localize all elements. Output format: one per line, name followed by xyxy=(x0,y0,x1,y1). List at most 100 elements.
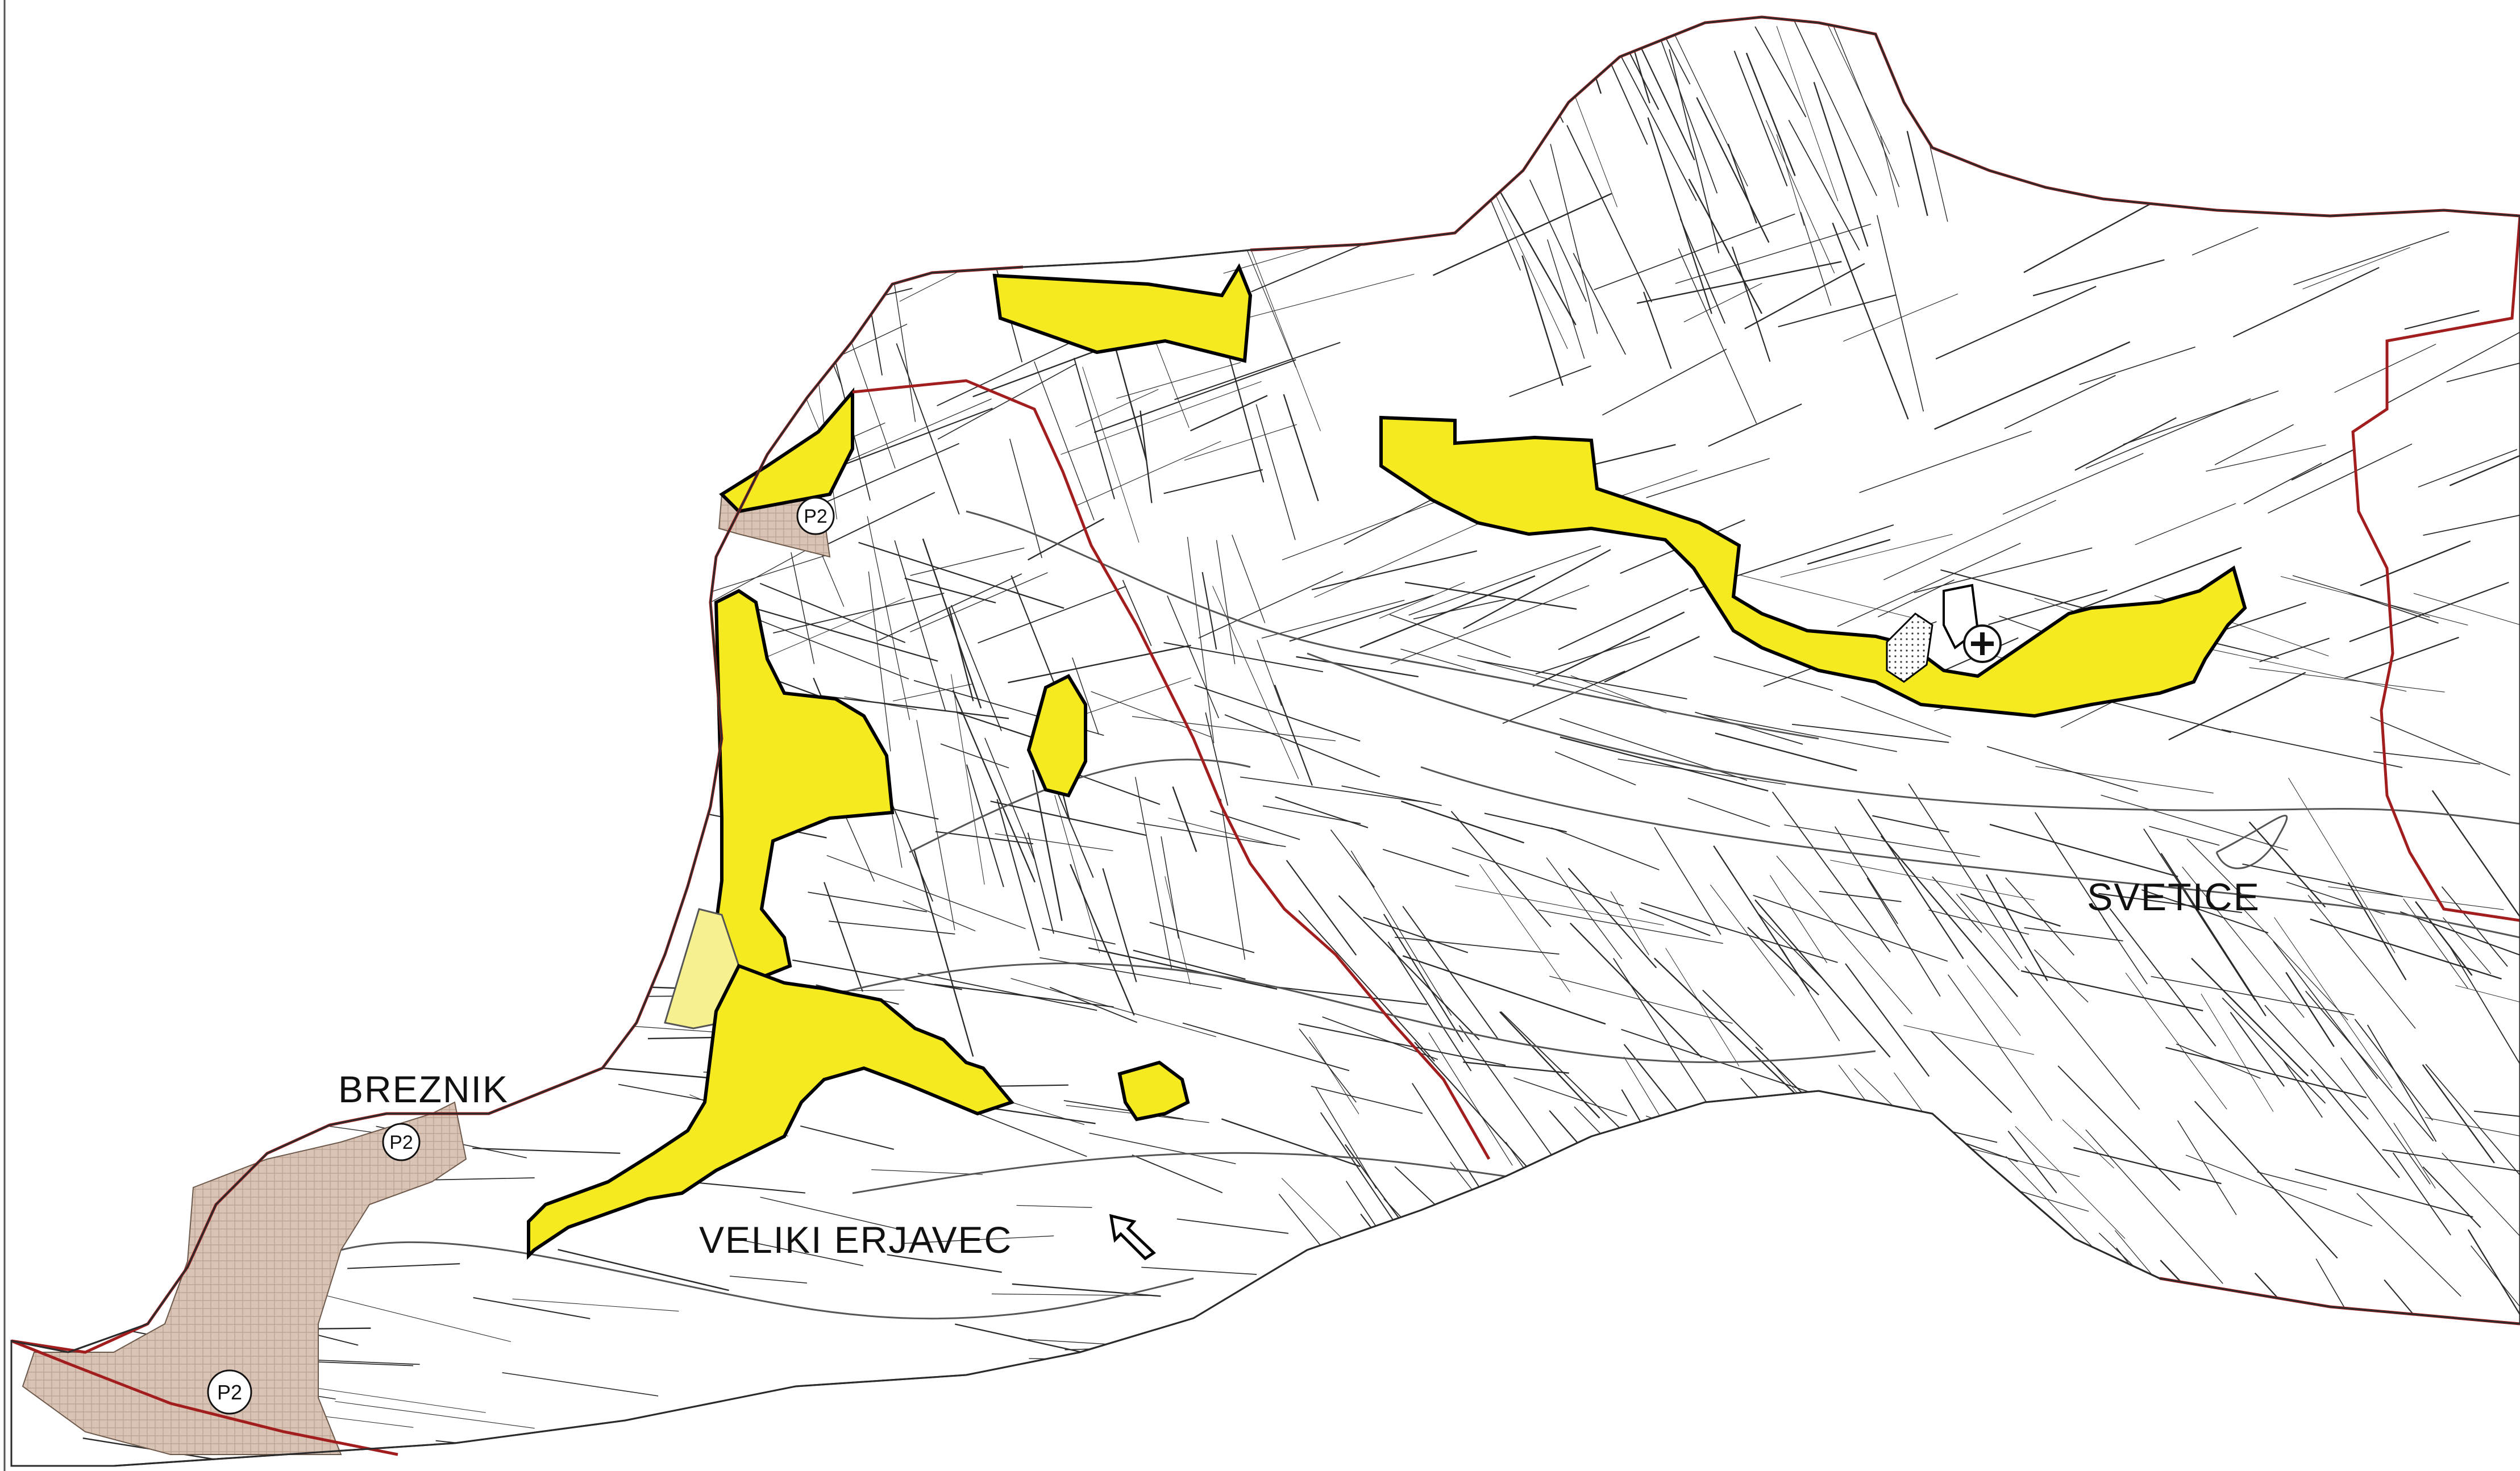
parcel-line xyxy=(2455,985,2520,1003)
parcel-line xyxy=(858,541,1064,609)
parcel-line xyxy=(2293,231,2450,285)
parcel-line xyxy=(2182,866,2305,1018)
road-line xyxy=(1307,652,2520,825)
parcel-line xyxy=(1413,599,1506,620)
parcel-line xyxy=(1527,1287,1629,1430)
parcel-line xyxy=(2020,970,2203,1012)
parcel-line xyxy=(1182,1022,1350,1072)
parcel-line xyxy=(2310,1069,2400,1178)
parcel-line xyxy=(2006,1284,2086,1360)
parcel-line xyxy=(1652,1145,1771,1261)
parcel-line xyxy=(1463,1061,1569,1074)
parcel-line xyxy=(1602,348,1727,416)
parcel-line xyxy=(1265,985,1428,1005)
parcel-line xyxy=(1566,124,1653,303)
parcel-line xyxy=(1298,910,1435,1062)
parcel-line xyxy=(766,255,842,274)
parcel-line xyxy=(1455,885,1664,926)
parcel-line xyxy=(1221,1118,1361,1168)
parcel-line xyxy=(867,516,910,720)
parcel-line xyxy=(1198,571,1344,639)
parcel-line xyxy=(1940,569,2106,615)
parcel-line xyxy=(1174,341,1341,401)
parcel-line xyxy=(2168,672,2306,741)
parcel-line xyxy=(1533,32,1568,95)
parcel-line xyxy=(1781,948,1840,1041)
parcel-line xyxy=(1788,119,1860,251)
parcel-line xyxy=(1432,193,1612,276)
parcel-line xyxy=(1932,876,1982,933)
parcel-line xyxy=(1141,1266,1257,1275)
parcel-line xyxy=(1140,410,1153,503)
parcel-line xyxy=(773,593,945,634)
road-line xyxy=(340,1241,1194,1320)
parcel-line xyxy=(1872,815,1949,833)
parcel-line xyxy=(1857,799,1964,960)
parcel-line xyxy=(1876,1116,1962,1215)
parcel-line xyxy=(1702,989,1764,1051)
parcel-line xyxy=(1379,582,1465,619)
parcel-line xyxy=(1286,860,1357,956)
parcel-line xyxy=(2035,766,2214,794)
parcel-line xyxy=(2125,972,2227,1110)
parcel-line xyxy=(1122,580,1152,647)
parcel-line xyxy=(2413,593,2520,647)
parcel-line xyxy=(2415,901,2473,976)
parcel-line xyxy=(798,1456,992,1466)
parcel-line xyxy=(1776,134,1805,226)
parcel-line xyxy=(1500,1011,1631,1139)
parcel-line xyxy=(922,538,982,709)
parcel-line xyxy=(1073,357,1115,499)
parcel-line xyxy=(780,231,843,386)
parcel-line xyxy=(1672,30,1748,187)
parcel-line xyxy=(1546,857,1623,960)
parcel-line xyxy=(1505,1141,1612,1295)
parcel-line xyxy=(2206,444,2326,472)
parcel-line xyxy=(1866,877,1941,997)
parcel-line xyxy=(1646,458,1770,498)
parcel-line xyxy=(1187,536,1215,744)
parcel-line xyxy=(2098,893,2243,914)
parcel-line xyxy=(896,343,960,515)
parcel-line xyxy=(1859,431,2032,493)
parcel-line xyxy=(2443,917,2492,974)
parcel-line xyxy=(1338,895,1480,1041)
parcel-line xyxy=(940,743,1009,769)
parcel-line xyxy=(1320,1112,1397,1225)
parcel-line xyxy=(1383,914,1463,1043)
parcel-line xyxy=(1163,642,1324,673)
parcel-line xyxy=(1034,361,1095,520)
parcel-line xyxy=(2185,1155,2373,1227)
parcel-line xyxy=(2356,1193,2461,1297)
parcel-line xyxy=(948,607,974,702)
parcel-line xyxy=(2274,917,2393,1089)
parcel-line xyxy=(2257,1171,2327,1190)
parcel-line xyxy=(1133,949,1246,980)
parcel-line xyxy=(1298,1023,1506,1066)
parcel-line xyxy=(2058,1280,2149,1396)
road-line xyxy=(2215,814,2288,869)
parcel-line xyxy=(1532,611,1685,687)
parcel-line xyxy=(1966,965,2021,1036)
parcel-line xyxy=(898,1417,1027,1422)
parcel-line xyxy=(1986,874,2048,981)
yellow-zone-north-ridge xyxy=(992,263,1253,363)
zone-badge-3: P2 xyxy=(207,1369,252,1415)
parcel-line xyxy=(2165,1047,2367,1098)
parcel-line xyxy=(1102,868,1137,982)
parcel-line xyxy=(1402,906,1500,1041)
parcel-line xyxy=(1821,17,1900,187)
parcel-line xyxy=(2057,1065,2181,1191)
parcel-line xyxy=(888,795,934,902)
parcel-line xyxy=(934,984,1114,1008)
parcel-line xyxy=(1639,907,1711,936)
parcel-line xyxy=(759,582,906,643)
parcel-line xyxy=(2007,1130,2057,1194)
parcel-line xyxy=(1529,179,1587,302)
parcel-line xyxy=(1800,212,1832,306)
parcel-line xyxy=(1275,796,1369,828)
parcel-line xyxy=(1828,1239,1933,1387)
parcel-line xyxy=(1567,868,1657,969)
parcel-line xyxy=(1176,1218,1289,1234)
zone-badge-label: P2 xyxy=(389,1132,413,1153)
